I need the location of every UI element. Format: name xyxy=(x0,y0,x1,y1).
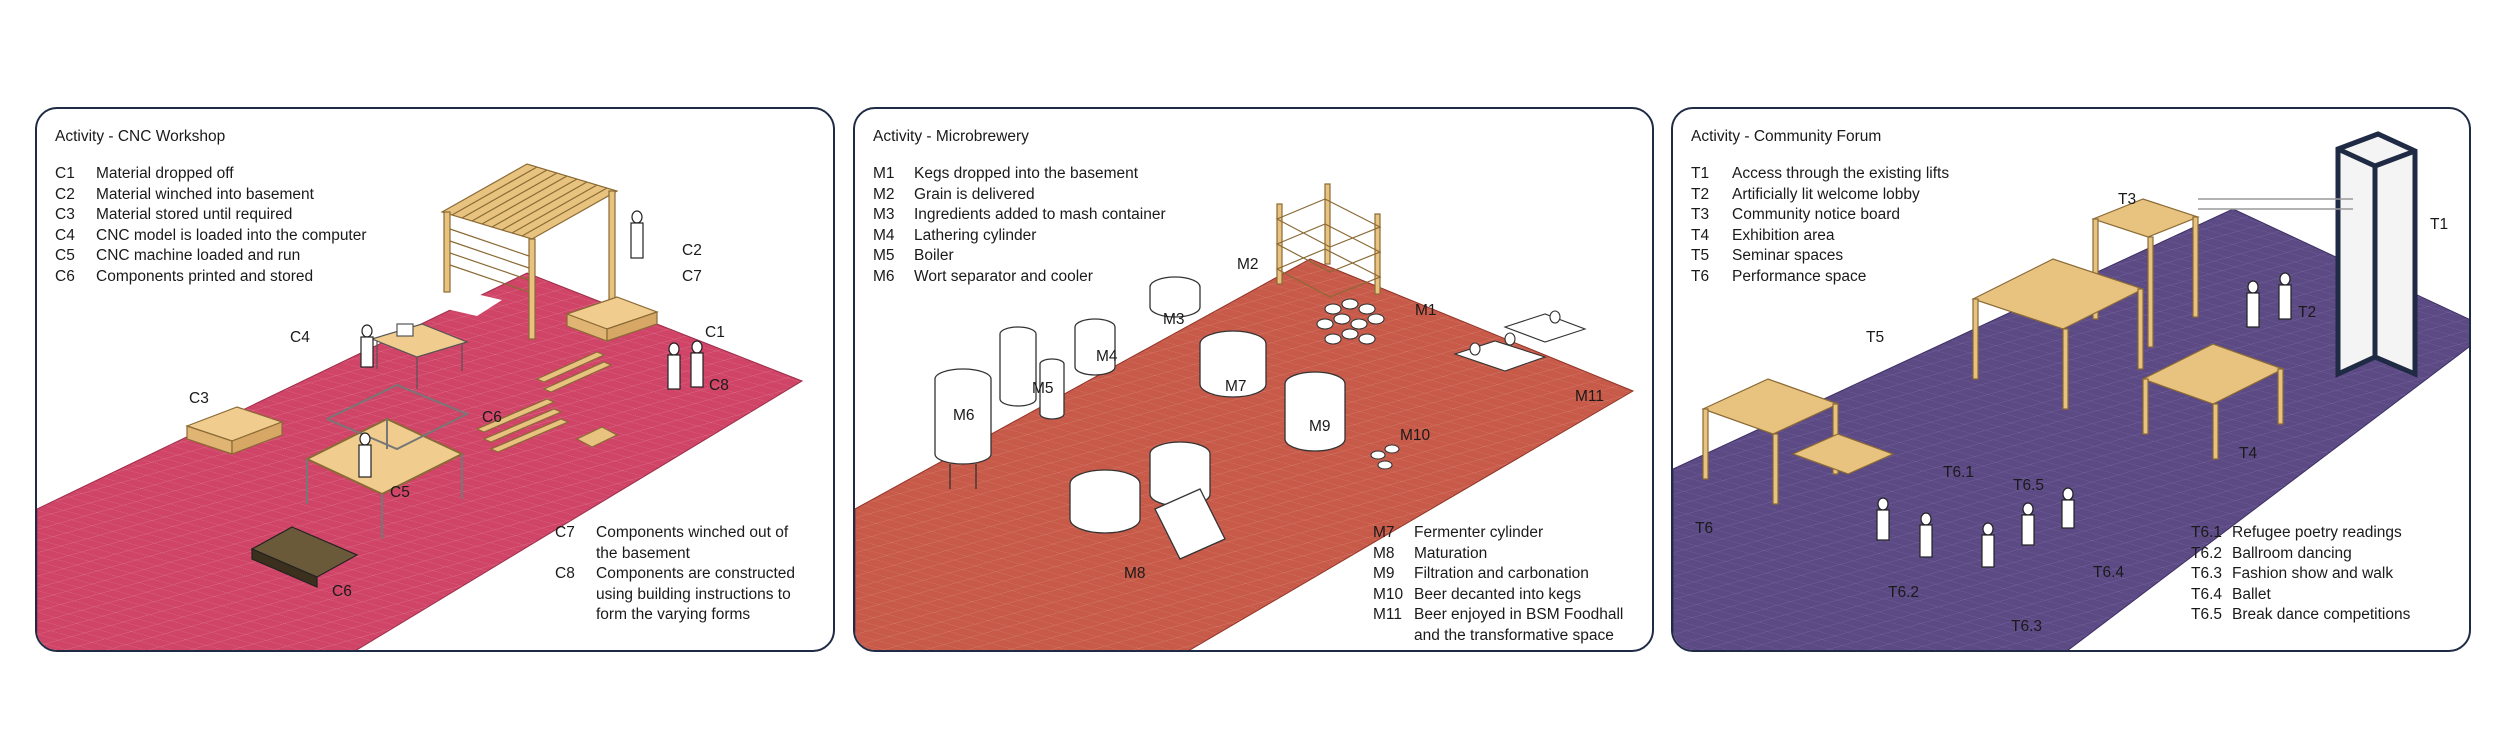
forum-floor xyxy=(1673,208,2469,650)
panel-title: Activity - Community Forum xyxy=(1691,128,1882,145)
label-t1: T1 xyxy=(2430,216,2448,233)
timber-frames xyxy=(1701,198,2285,505)
label-m4: M4 xyxy=(1096,348,1118,365)
label-c1: C1 xyxy=(705,324,725,341)
label-t6-5: T6.5 xyxy=(2013,477,2044,494)
notice-board xyxy=(2198,198,2353,210)
label-c6-b: C6 xyxy=(332,583,352,600)
label-t6-1: T6.1 xyxy=(1943,464,1974,481)
label-c3: C3 xyxy=(189,390,209,407)
computer-desk xyxy=(370,323,469,389)
light-well xyxy=(429,289,502,316)
label-c8: C8 xyxy=(709,377,729,394)
label-m7: M7 xyxy=(1225,378,1247,395)
label-c6-a: C6 xyxy=(482,409,502,426)
assembled-component xyxy=(250,526,359,588)
label-c2: C2 xyxy=(682,242,702,259)
brewing-vessels xyxy=(934,276,1346,560)
label-m1: M1 xyxy=(1415,302,1437,319)
label-t6-4: T6.4 xyxy=(2093,564,2124,581)
material-crate xyxy=(565,296,659,342)
brewery-scene: M1 M2 M3 M4 M5 M6 M7 M8 M9 M10 M11 xyxy=(855,183,1635,650)
keg-shelving xyxy=(1275,183,1382,298)
label-m6: M6 xyxy=(953,407,975,424)
timber-pergola xyxy=(440,163,619,340)
printed-components xyxy=(475,351,619,453)
panel-community-forum: T1 T2 T3 T4 T5 T6 T6.1 T6.5 T6.2 T6.4 T6… xyxy=(1671,107,2471,652)
panel-microbrewery: M1 M2 M3 M4 M5 M6 M7 M8 M9 M10 M11 Activ… xyxy=(853,107,1654,652)
panel-title: Activity - Microbrewery xyxy=(873,128,1029,145)
label-c5: C5 xyxy=(390,484,410,501)
lift-tower xyxy=(2335,131,2418,378)
label-m10: M10 xyxy=(1400,427,1431,444)
forum-scene: T1 T2 T3 T4 T5 T6 T6.1 T6.5 T6.2 T6.4 T6… xyxy=(1673,131,2469,650)
cnc-machine xyxy=(304,383,470,539)
label-t6-2: T6.2 xyxy=(1888,584,1919,601)
label-m11: M11 xyxy=(1575,388,1604,405)
panel-cnc-workshop: C1 C2 C7 C3 C4 C5 C6 C6 C8 Activity - CN… xyxy=(35,107,835,652)
label-t6: T6 xyxy=(1695,520,1713,537)
label-c7: C7 xyxy=(682,268,702,285)
label-t2: T2 xyxy=(2298,304,2316,321)
label-t4: T4 xyxy=(2239,445,2257,462)
label-m5: M5 xyxy=(1032,380,1054,397)
label-m2: M2 xyxy=(1237,256,1259,273)
performers xyxy=(1876,272,2292,568)
kegs xyxy=(1316,298,1400,470)
label-m8: M8 xyxy=(1124,565,1146,582)
stored-crate xyxy=(185,406,284,455)
brewery-floor xyxy=(855,258,1635,650)
label-c4: C4 xyxy=(290,329,310,346)
label-m3: M3 xyxy=(1163,311,1185,328)
label-m9: M9 xyxy=(1309,418,1331,435)
label-t3: T3 xyxy=(2118,191,2136,208)
cnc-scene: C1 C2 C7 C3 C4 C5 C6 C6 C8 xyxy=(37,163,804,650)
label-t5: T5 xyxy=(1866,329,1884,346)
foodhall-tables xyxy=(1453,310,1587,372)
workers xyxy=(358,210,704,478)
label-t6-3: T6.3 xyxy=(2011,618,2042,635)
panel-title: Activity - CNC Workshop xyxy=(55,128,226,145)
